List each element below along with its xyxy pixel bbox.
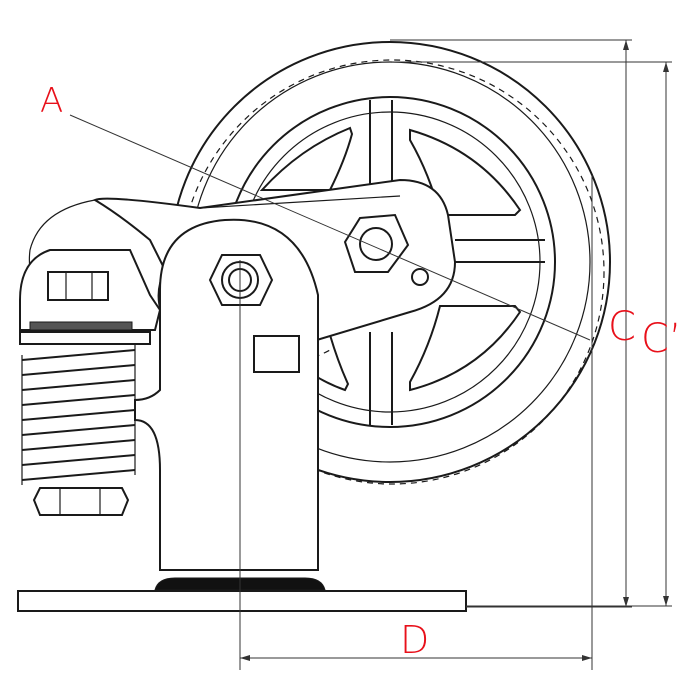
- brake-pad-mesh: [29, 321, 133, 331]
- spoke-window-bottom-right: [409, 305, 522, 392]
- dimension-c-arrow-bottom: [623, 597, 629, 607]
- brake-spring: [21, 349, 136, 481]
- dimension-c-arrow-top: [623, 40, 629, 50]
- axle-nut-hex: [343, 213, 410, 273]
- dimension-c-prime: [392, 61, 672, 607]
- base-plate: [17, 577, 467, 612]
- label-c-prime: C’: [641, 316, 682, 362]
- kingpin-nut-hex: [208, 254, 274, 306]
- swivel-housing: [134, 218, 319, 571]
- wheel-axle-bolt: [343, 213, 429, 286]
- kingpin-nut: [208, 254, 274, 306]
- spring-lock-nut: [32, 487, 130, 516]
- kingpin-housing-outline: [134, 218, 319, 571]
- brake-pad-plate: [19, 331, 151, 345]
- reference-lines: [69, 114, 593, 670]
- base-plate-body: [17, 590, 467, 612]
- grease-fitting: [411, 268, 429, 286]
- label-a: A: [40, 81, 63, 121]
- brake-assembly: [19, 249, 162, 516]
- mounting-square: [253, 335, 300, 373]
- dimension-c-prime-arrow-bottom: [663, 596, 669, 606]
- dimension-d-arrow-right: [582, 655, 592, 661]
- label-c: C: [608, 304, 636, 350]
- dimension-d: [240, 655, 592, 661]
- dimension-d-arrow-left: [240, 655, 250, 661]
- spoke-window-top-left: [259, 126, 354, 191]
- brake-nut-block: [47, 271, 109, 301]
- spoke-window-top-right: [409, 128, 522, 216]
- dimension-c: [390, 39, 632, 608]
- label-d: D: [400, 618, 429, 662]
- fork-arm-edge: [199, 195, 401, 209]
- leader-line-a: [69, 114, 591, 341]
- axle-bolt-center: [359, 227, 393, 261]
- dimension-c-prime-arrow-top: [663, 62, 669, 72]
